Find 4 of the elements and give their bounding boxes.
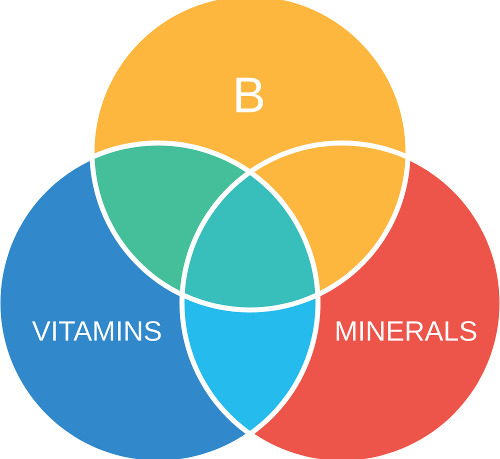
overlap-region [254,146,406,291]
center-region [184,175,316,308]
overlap-region [94,146,246,291]
overlap-region [184,298,316,431]
